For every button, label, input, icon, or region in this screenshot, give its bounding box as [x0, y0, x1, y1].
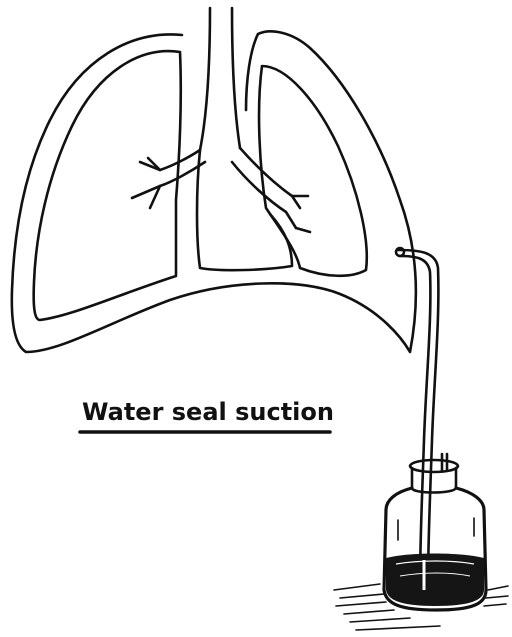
water-seal-bottle-illustration: [384, 454, 486, 610]
right-lung-apex: [246, 34, 258, 110]
suction-tube: [396, 248, 438, 588]
mediastinum-outline: [197, 150, 292, 270]
trachea-right-wall: [232, 8, 240, 148]
bronchus-right-tip-b: [296, 228, 310, 232]
tube-wall-a: [398, 250, 438, 588]
bronchus-right-tip-a: [292, 196, 300, 208]
bronchus-right-upper: [240, 148, 308, 196]
bottle-mouth: [410, 460, 458, 472]
lungs-illustration: [12, 8, 416, 352]
diagram-caption: Water seal suction: [82, 398, 334, 426]
tube-insertion-point: [396, 248, 404, 256]
trachea-left-wall: [200, 8, 210, 150]
